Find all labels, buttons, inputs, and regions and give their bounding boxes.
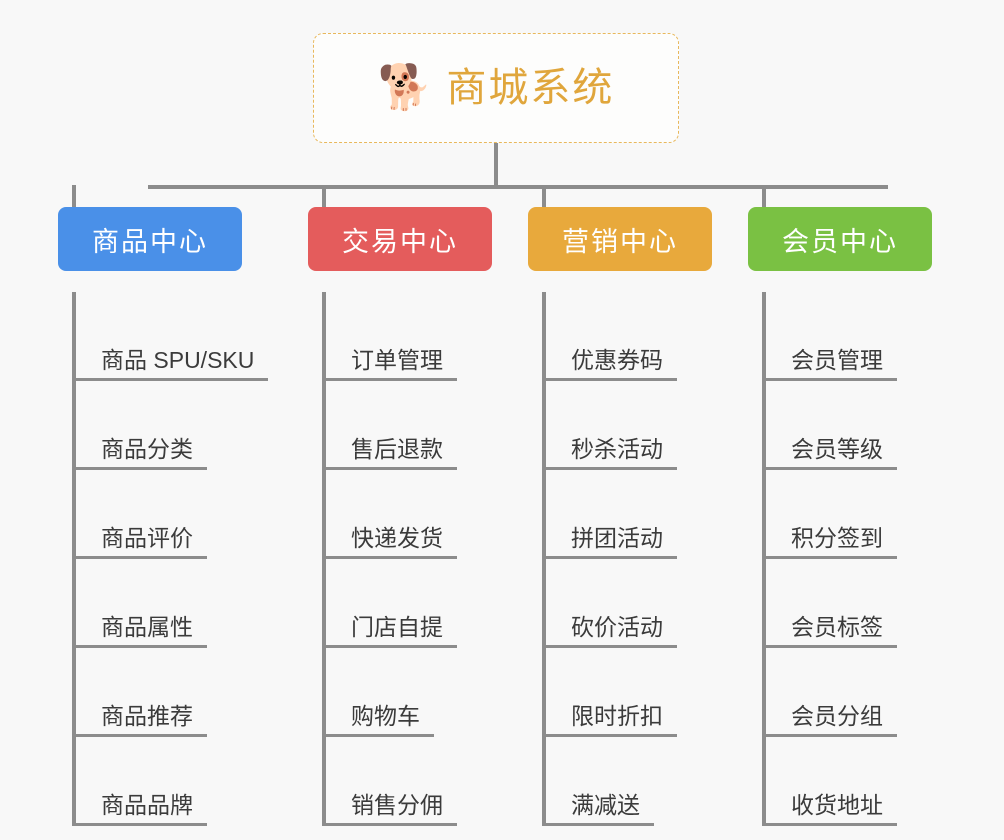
leaf-item[interactable]: 优惠券码 [532, 292, 712, 381]
root-title: 商城系统 [446, 66, 615, 110]
leaf-label: 优惠券码 [571, 346, 663, 373]
leaf-label: 商品推荐 [101, 702, 193, 729]
leaf-underline: 商品 SPU/SKU [76, 346, 269, 381]
leaf-item[interactable]: 会员标签 [752, 559, 932, 648]
branch-column-2: 交易中心订单管理售后退款快递发货门店自提购物车销售分佣 [308, 207, 492, 826]
leaf-item[interactable]: 会员管理 [752, 292, 932, 381]
leaf-underline: 销售分佣 [326, 791, 457, 826]
connector-drop-1 [72, 185, 76, 209]
leaf-label: 门店自提 [351, 613, 443, 640]
branch-header-2[interactable]: 交易中心 [308, 207, 492, 271]
leaf-underline: 积分签到 [766, 524, 897, 559]
leaf-label: 会员标签 [791, 613, 883, 640]
leaf-item[interactable]: 限时折扣 [532, 648, 712, 737]
leaf-underline: 收货地址 [766, 791, 897, 826]
branch-header-4[interactable]: 会员中心 [748, 207, 932, 271]
leaf-underline: 会员标签 [766, 613, 897, 648]
branch-spine-1 [72, 292, 76, 826]
leaf-item[interactable]: 砍价活动 [532, 559, 712, 648]
connector-drop-3 [542, 185, 546, 209]
leaf-item[interactable]: 快递发货 [312, 470, 492, 559]
leaf-underline: 砍价活动 [546, 613, 677, 648]
connector-drop-4 [762, 185, 766, 209]
leaf-label: 限时折扣 [571, 702, 663, 729]
leaf-label: 砍价活动 [571, 613, 663, 640]
branch-spine-3 [542, 292, 546, 826]
leaf-underline: 秒杀活动 [546, 435, 677, 470]
leaf-item[interactable]: 商品属性 [62, 559, 242, 648]
leaf-label: 会员等级 [791, 435, 883, 462]
leaf-item[interactable]: 积分签到 [752, 470, 932, 559]
root-node[interactable]: 🐕 商城系统 [313, 33, 679, 143]
branch-column-1: 商品中心商品 SPU/SKU 商品分类商品评价商品属性商品推荐商品品牌 [58, 207, 269, 826]
leaf-item[interactable]: 满减送 [532, 737, 712, 826]
leaf-label: 销售分佣 [351, 791, 443, 818]
leaf-item[interactable]: 拼团活动 [532, 470, 712, 559]
leaf-underline: 商品评价 [76, 524, 207, 559]
leaf-label: 商品评价 [101, 524, 193, 551]
leaf-item[interactable]: 商品评价 [62, 470, 242, 559]
leaf-item[interactable]: 订单管理 [312, 292, 492, 381]
leaf-item[interactable]: 销售分佣 [312, 737, 492, 826]
leaf-underline: 会员管理 [766, 346, 897, 381]
branch-body-2: 订单管理售后退款快递发货门店自提购物车销售分佣 [308, 292, 492, 826]
branch-header-3[interactable]: 营销中心 [528, 207, 712, 271]
leaf-label: 订单管理 [351, 346, 443, 373]
leaf-label: 快递发货 [351, 524, 443, 551]
leaf-underline: 限时折扣 [546, 702, 677, 737]
leaf-underline: 商品推荐 [76, 702, 207, 737]
connector-horizontal-bus [148, 185, 888, 189]
leaf-underline: 门店自提 [326, 613, 457, 648]
leaf-label: 商品品牌 [101, 791, 193, 818]
leaf-item[interactable]: 商品 SPU/SKU [62, 292, 269, 381]
connector-root-vertical [494, 143, 498, 187]
leaf-label: 商品属性 [101, 613, 193, 640]
leaf-label: 商品 SPU/SKU [101, 346, 255, 373]
leaf-item[interactable]: 商品分类 [62, 381, 242, 470]
leaf-underline: 售后退款 [326, 435, 457, 470]
leaf-item[interactable]: 秒杀活动 [532, 381, 712, 470]
leaf-underline: 商品分类 [76, 435, 207, 470]
leaf-label: 秒杀活动 [571, 435, 663, 462]
leaf-label: 商品分类 [101, 435, 193, 462]
leaf-underline: 满减送 [546, 791, 654, 826]
branch-spine-2 [322, 292, 326, 826]
leaf-underline: 优惠券码 [546, 346, 677, 381]
leaf-item[interactable]: 购物车 [312, 648, 492, 737]
leaf-item[interactable]: 门店自提 [312, 559, 492, 648]
leaf-underline: 商品品牌 [76, 791, 207, 826]
branch-column-3: 营销中心优惠券码秒杀活动拼团活动砍价活动限时折扣满减送 [528, 207, 712, 826]
leaf-item[interactable]: 会员分组 [752, 648, 932, 737]
leaf-label: 会员管理 [791, 346, 883, 373]
connector-drop-2 [322, 185, 326, 209]
leaf-item[interactable]: 商品品牌 [62, 737, 242, 826]
branch-column-4: 会员中心会员管理会员等级积分签到会员标签会员分组收货地址 [748, 207, 932, 826]
leaf-underline: 订单管理 [326, 346, 457, 381]
branch-body-1: 商品 SPU/SKU 商品分类商品评价商品属性商品推荐商品品牌 [58, 292, 269, 826]
leaf-underline: 拼团活动 [546, 524, 677, 559]
leaf-underline: 商品属性 [76, 613, 207, 648]
branch-body-3: 优惠券码秒杀活动拼团活动砍价活动限时折扣满减送 [528, 292, 712, 826]
leaf-underline: 会员分组 [766, 702, 897, 737]
leaf-underline: 会员等级 [766, 435, 897, 470]
leaf-label: 拼团活动 [571, 524, 663, 551]
branch-header-1[interactable]: 商品中心 [58, 207, 242, 271]
leaf-underline: 快递发货 [326, 524, 457, 559]
leaf-label: 购物车 [351, 702, 420, 729]
leaf-item[interactable]: 收货地址 [752, 737, 932, 826]
leaf-label: 收货地址 [791, 791, 883, 818]
leaf-item[interactable]: 商品推荐 [62, 648, 242, 737]
shiba-dog-face-icon: 🐕 [377, 63, 433, 112]
leaf-item[interactable]: 售后退款 [312, 381, 492, 470]
branch-spine-4 [762, 292, 766, 826]
leaf-label: 会员分组 [791, 702, 883, 729]
leaf-label: 售后退款 [351, 435, 443, 462]
leaf-label: 积分签到 [791, 524, 883, 551]
leaf-underline: 购物车 [326, 702, 434, 737]
branch-body-4: 会员管理会员等级积分签到会员标签会员分组收货地址 [748, 292, 932, 826]
leaf-item[interactable]: 会员等级 [752, 381, 932, 470]
leaf-label: 满减送 [571, 791, 640, 818]
